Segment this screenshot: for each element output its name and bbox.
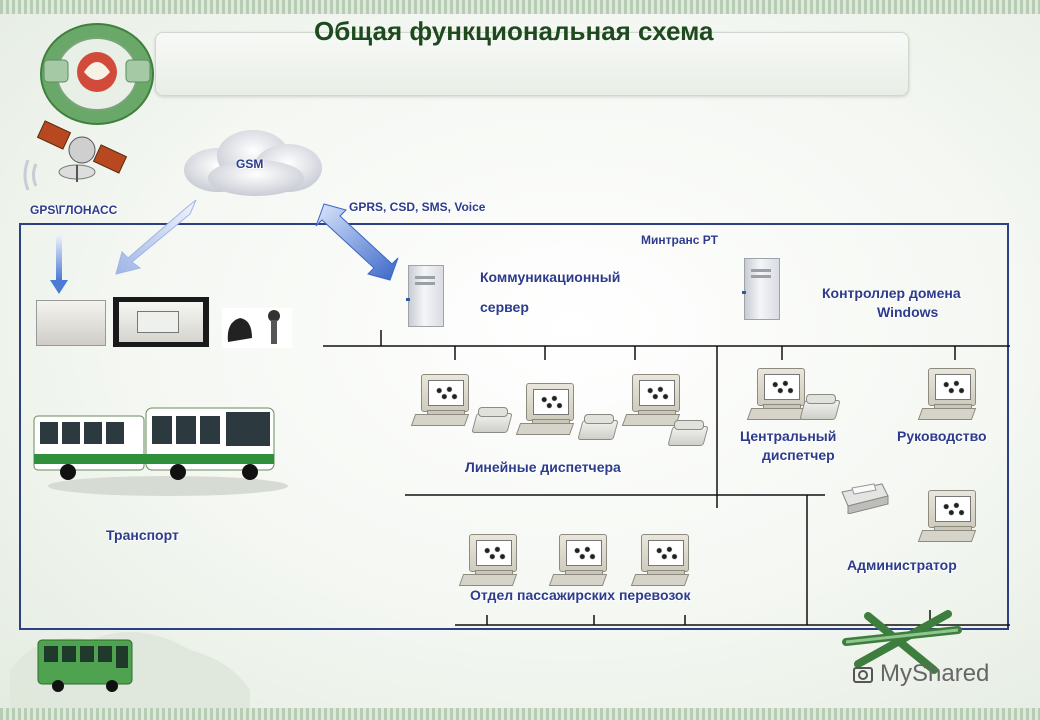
watermark-logo: MyShared [852,660,1012,692]
comm-server-label-1: Коммуникационный [480,269,621,285]
top-stripe [0,0,1040,14]
mintrans-label: Минтранс РТ [641,233,718,247]
printer-icon [841,483,889,514]
gprs-label: GPRS, CSD, SMS, Voice [349,200,486,214]
linear-dispatcher-phone-2-icon [577,412,619,440]
management-label: Руководство [897,428,987,444]
passenger-dept-label: Отдел пассажирских перевозок [470,587,691,603]
passenger-dept-pc-1-icon [458,534,521,592]
central-dispatcher-phone-icon [799,392,841,420]
linear-dispatcher-pc-1-icon [410,374,473,432]
administrator-pc-icon [917,490,980,548]
linear-dispatcher-pc-2-icon [515,383,578,441]
watermark-text: MyShared [880,660,990,687]
management-pc-icon [917,368,980,426]
bus-icon [33,407,288,496]
slide-background [0,14,1040,708]
tracker-device-icon [36,300,106,346]
title-box [155,32,909,96]
gsm-cloud [184,130,322,196]
satellite-icon [23,120,128,191]
emblem-logo [40,23,154,125]
watermark-icon [853,667,873,683]
administrator-label: Администратор [847,557,957,573]
rails-decoration [842,610,962,674]
domain-controller-label-1: Контроллер домена [822,285,961,301]
central-dispatcher-label-1: Центральный [740,428,837,444]
passenger-dept-pc-2-icon [548,534,611,592]
transport-label: Транспорт [106,527,179,543]
domain-controller-icon [742,258,780,320]
linear-dispatcher-phone-1-icon [471,405,513,433]
mintrans-frame [19,223,1009,630]
passenger-dept-pc-3-icon [630,534,693,592]
bottom-stripe [0,708,1040,720]
central-dispatcher-pc-icon [746,368,809,426]
comm-server-label-2: сервер [480,299,529,315]
linear-dispatcher-phone-3-icon [667,418,709,446]
page-title: Общая функциональная схема [314,16,714,46]
comm-server-icon [406,265,444,327]
microphone-icon [222,308,292,348]
gps-label: GPS\ГЛОНАСС [30,203,118,217]
linear-dispatchers-label: Линейные диспетчера [465,459,621,475]
linear-dispatcher-pc-3-icon [621,374,684,432]
onboard-terminal-icon [113,297,209,347]
domain-controller-label-2: Windows [877,304,939,320]
central-dispatcher-label-2: диспетчер [762,447,835,463]
gsm-label: GSM [236,157,264,171]
map-decoration [10,632,250,708]
